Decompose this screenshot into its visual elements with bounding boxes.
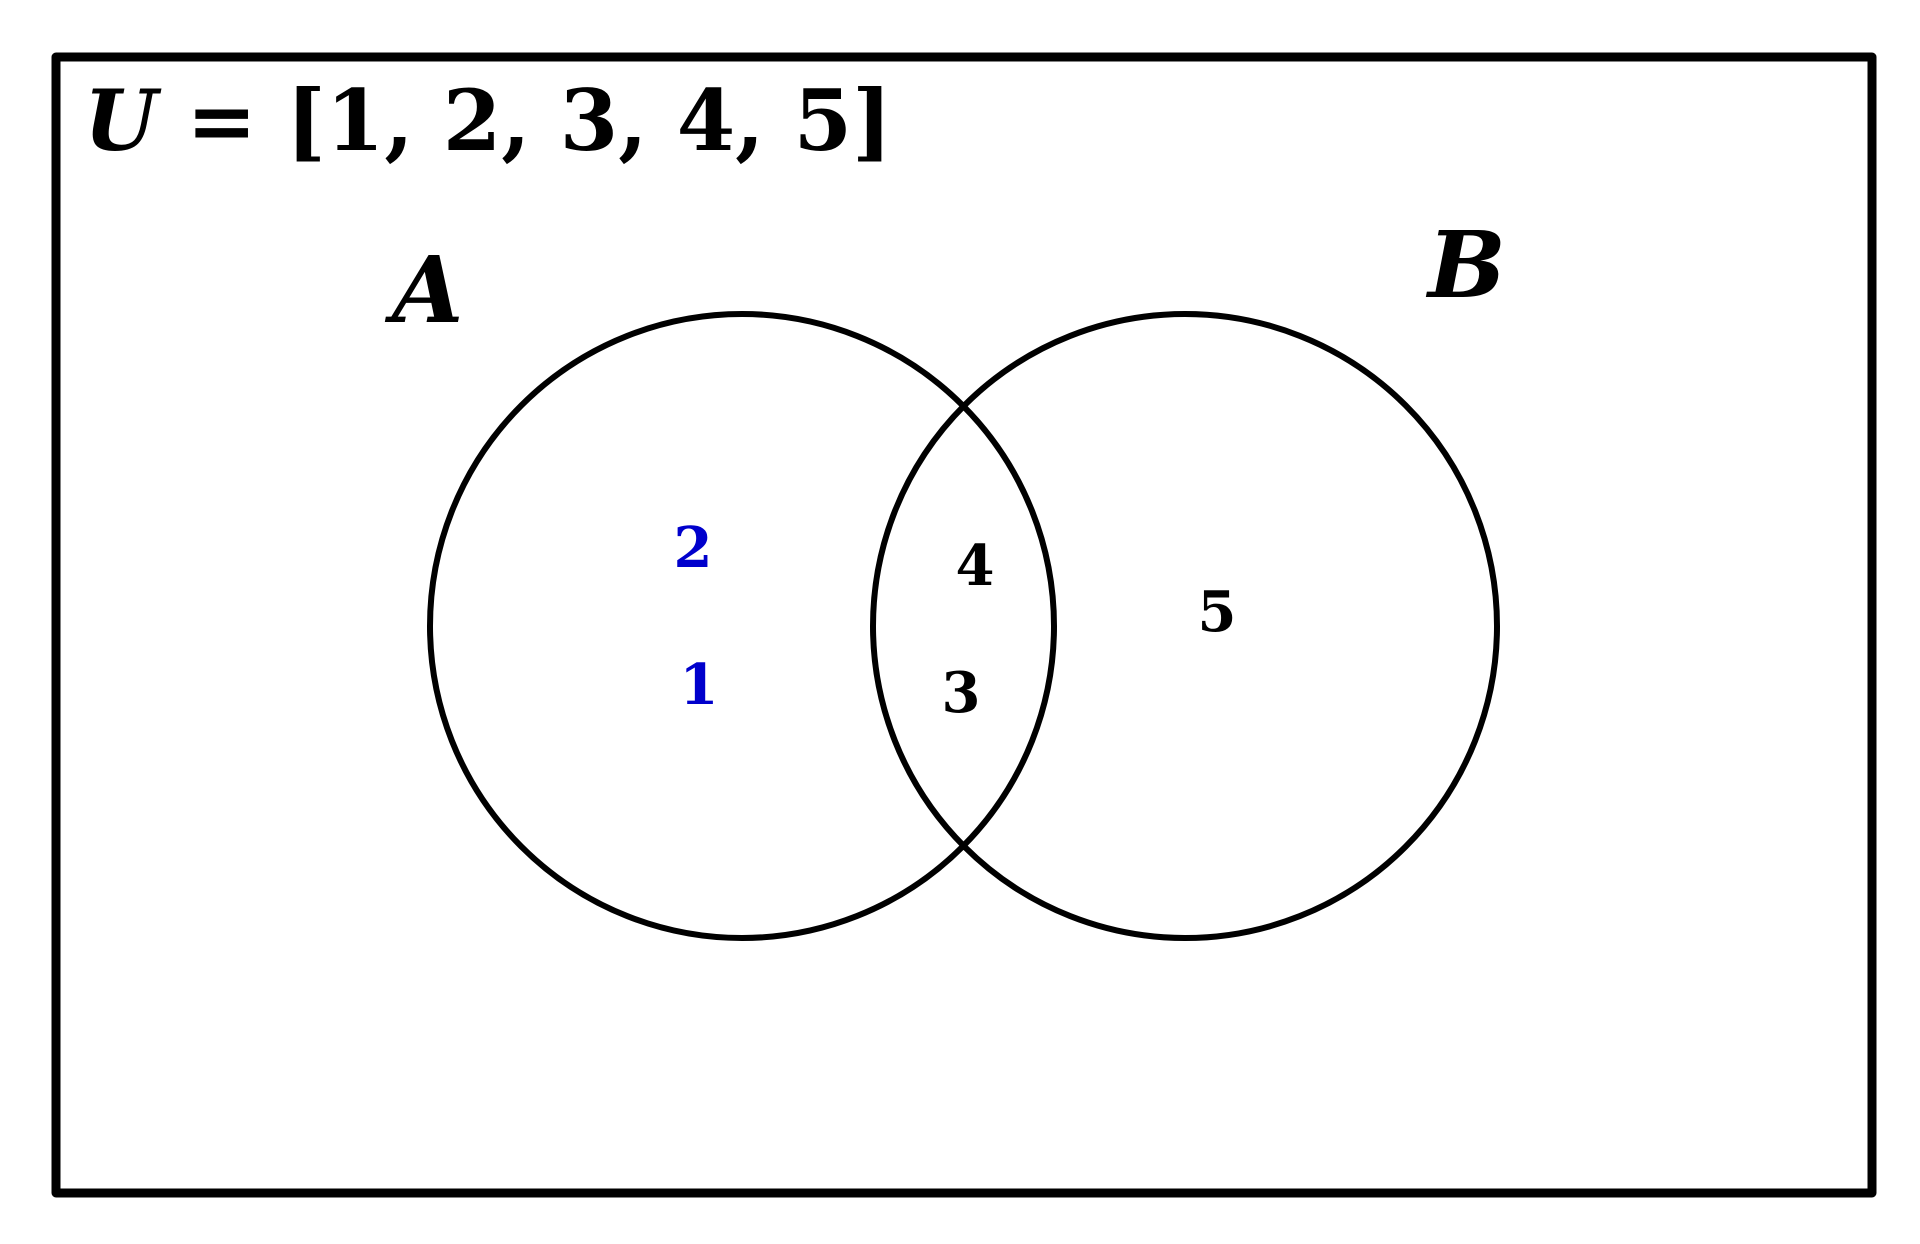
universe-symbol: U: [84, 71, 162, 170]
element-5: 5: [1198, 579, 1237, 645]
universe-equals: =: [157, 71, 286, 170]
element-4: 4: [956, 533, 995, 599]
set-b-circle: [870, 311, 1500, 941]
element-2: 2: [674, 515, 713, 581]
set-a-circle: [427, 311, 1057, 941]
set-a-label: A: [384, 236, 463, 344]
universe-rectangle: [51, 52, 1877, 1198]
element-3: 3: [942, 660, 981, 726]
set-b-label: B: [1425, 211, 1506, 319]
universe-label: U = [1, 2, 3, 4, 5]: [84, 71, 892, 170]
universe-elements: [1, 2, 3, 4, 5]: [286, 71, 892, 170]
element-1: 1: [680, 652, 719, 718]
